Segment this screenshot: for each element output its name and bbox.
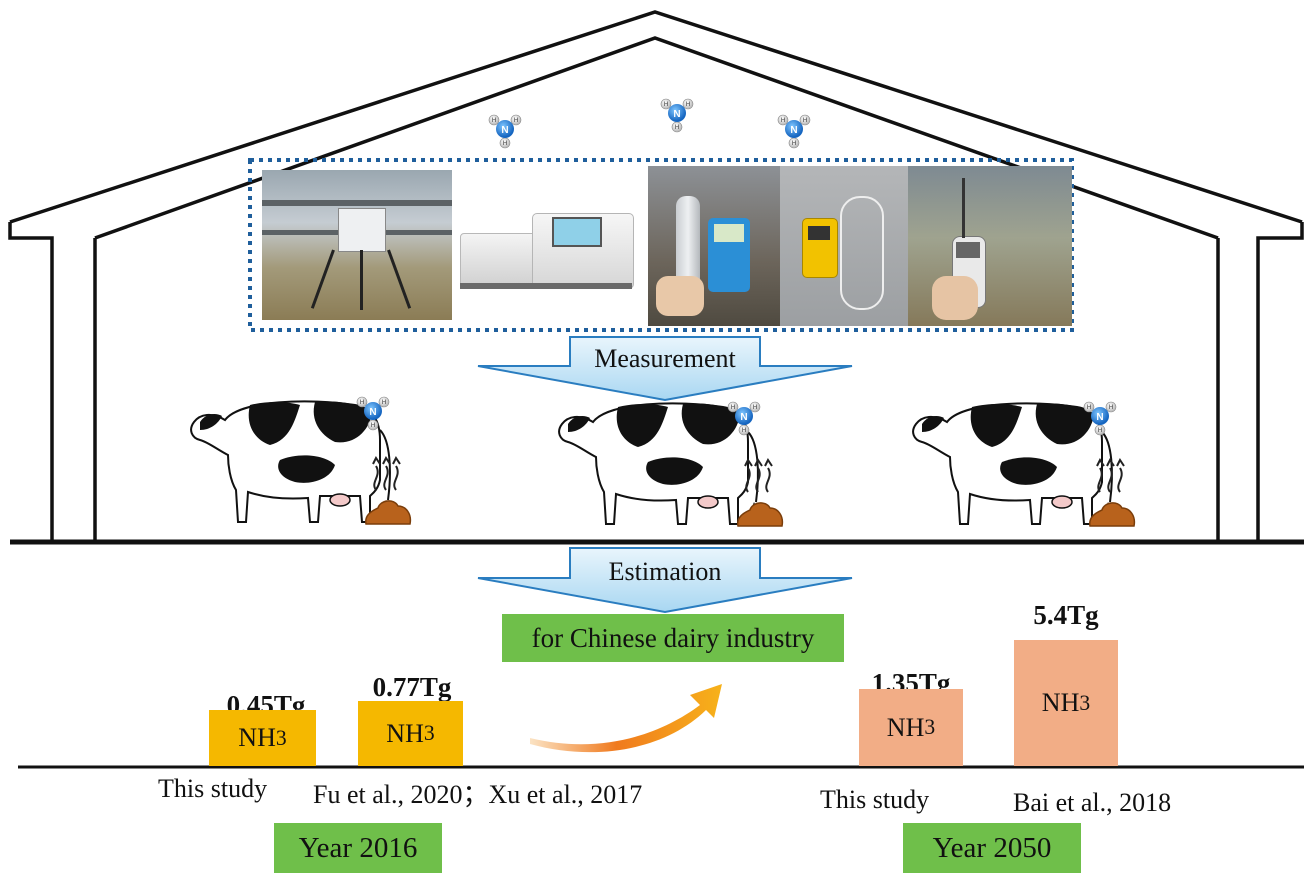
ammonia-molecule-svg: NH H H xyxy=(777,114,811,149)
svg-text:H: H xyxy=(492,118,496,124)
svg-text:N: N xyxy=(740,412,747,423)
bar-gas-subscript: 3 xyxy=(423,721,435,745)
svg-text:H: H xyxy=(1087,405,1091,411)
bar-value-label: 0.77Tg xyxy=(372,672,452,702)
svg-text:N: N xyxy=(369,407,376,418)
svg-text:H: H xyxy=(1109,405,1113,411)
svg-text:H: H xyxy=(360,400,364,406)
estimation-label: Estimation xyxy=(608,557,722,586)
bar-gas-subscript: 3 xyxy=(1079,690,1091,715)
photo-spectrophotometer xyxy=(452,195,642,303)
svg-text:N: N xyxy=(790,125,797,136)
source-label: This study xyxy=(158,774,268,803)
bar-value-label: 5.4Tg xyxy=(1033,600,1099,630)
year-2016-badge: Year 2016 xyxy=(274,823,442,873)
svg-text:H: H xyxy=(781,118,785,124)
svg-text:H: H xyxy=(371,423,375,429)
source-label: Fu et al., 2020；Xu et al., 2017 xyxy=(313,780,643,809)
bar-gas-subscript: 3 xyxy=(275,725,287,750)
svg-text:H: H xyxy=(803,118,807,124)
photo-handheld-meter xyxy=(908,166,1072,326)
svg-text:H: H xyxy=(731,405,735,411)
source-label: Bai et al., 2018 xyxy=(1013,788,1172,817)
svg-text:H: H xyxy=(675,125,679,131)
svg-text:N: N xyxy=(673,109,680,120)
svg-text:H: H xyxy=(1098,428,1102,434)
svg-text:H: H xyxy=(753,405,757,411)
svg-text:H: H xyxy=(664,102,668,108)
photo-field-gas-sampler xyxy=(262,170,452,320)
photo-handheld-ammonia-detector xyxy=(648,166,780,326)
source-label: This study xyxy=(820,785,930,814)
ammonia-molecule-svg: NH H H xyxy=(356,396,390,431)
svg-text:H: H xyxy=(382,400,386,406)
year-2050-badge: Year 2050 xyxy=(903,823,1081,873)
bar-gas-subscript: 3 xyxy=(924,715,936,739)
measurement-label: Measurement xyxy=(594,344,736,373)
bar-gas-label: NH xyxy=(1041,688,1080,717)
bar-gas-label: NH xyxy=(886,712,925,742)
ammonia-molecule-svg: NH H H xyxy=(488,114,522,149)
svg-text:H: H xyxy=(792,141,796,147)
ammonia-molecule-svg: NH H H xyxy=(727,401,761,436)
photo-portable-gas-alarm xyxy=(780,166,908,326)
ammonia-molecule-svg: NH H H xyxy=(1083,401,1117,436)
svg-text:H: H xyxy=(742,428,746,434)
scope-label: for Chinese dairy industry xyxy=(502,614,844,662)
bar-gas-label: NH xyxy=(238,723,276,752)
bar-gas-label: NH xyxy=(386,718,424,748)
ammonia-molecule-svg: NH H H xyxy=(660,98,694,133)
svg-text:N: N xyxy=(1096,412,1103,423)
svg-text:N: N xyxy=(501,125,508,136)
svg-text:H: H xyxy=(514,118,518,124)
svg-text:H: H xyxy=(503,141,507,147)
svg-text:H: H xyxy=(686,102,690,108)
